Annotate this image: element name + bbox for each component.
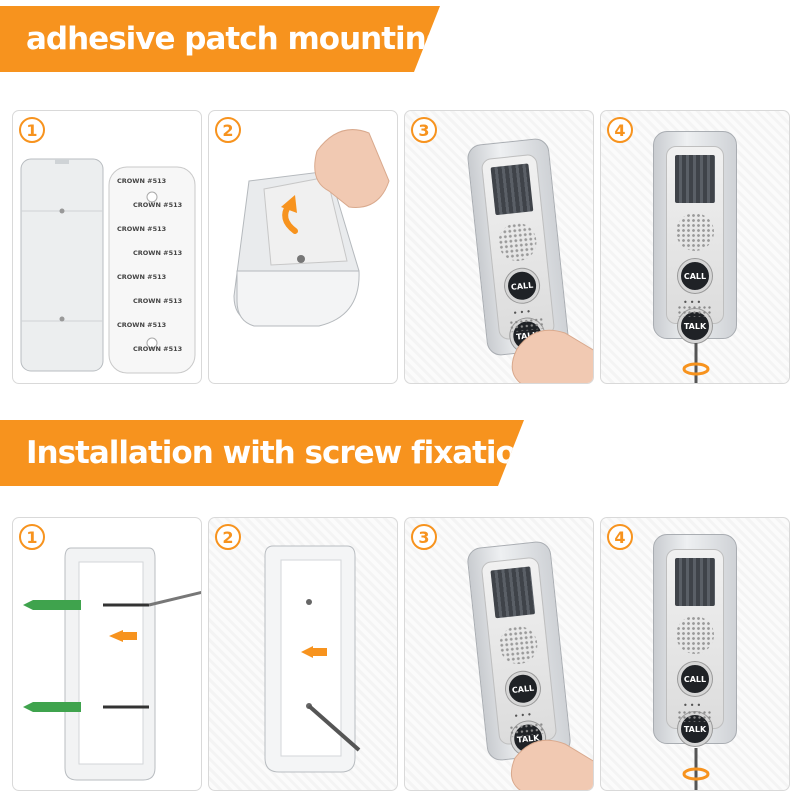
- sticker-print-text: CROWN #513: [117, 321, 166, 329]
- arrow-icon: [281, 195, 297, 213]
- mounted-bracket-illustration: [264, 545, 361, 773]
- vent-holes: [677, 305, 713, 317]
- call-button: CALL: [678, 662, 712, 696]
- arrow-icon: [313, 648, 327, 656]
- arrow-icon: [301, 646, 313, 658]
- speaker-grille: [676, 213, 714, 251]
- adhesive-step-3-panel: 3 CALL ••• TALK: [404, 110, 594, 384]
- step-number-badge: 3: [411, 117, 437, 143]
- sticker-print-text: CROWN #513: [117, 273, 166, 281]
- speaker-grille: [676, 616, 714, 654]
- arrow-icon: [109, 630, 123, 642]
- sticker-print-text: CROWN #513: [133, 345, 182, 353]
- screw-steps-row: 1 2: [12, 517, 796, 791]
- screw-icon: [103, 603, 149, 709]
- adhesive-steps-row: 1 CROWN #513 CROWN #513 CROWN #513 CROWN…: [12, 110, 796, 384]
- status-lights: •••: [683, 701, 704, 710]
- step-number-badge: 2: [215, 524, 241, 550]
- step-number-badge: 1: [19, 524, 45, 550]
- sticker-print-text: CROWN #513: [133, 297, 182, 305]
- adhesive-step-2-panel: 2: [208, 110, 398, 384]
- wall-anchor-icon: [23, 600, 81, 712]
- screw-highlight: [682, 343, 710, 383]
- peel-adhesive-illustration: [233, 129, 390, 327]
- step-number-badge: 4: [607, 524, 633, 550]
- screw-step-1-panel: 1: [12, 517, 202, 791]
- vent-holes: [677, 710, 713, 722]
- status-lights: •••: [683, 298, 704, 307]
- sticker-print-text: CROWN #513: [117, 225, 166, 233]
- adhesive-step-1-panel: 1 CROWN #513 CROWN #513 CROWN #513 CROWN…: [12, 110, 202, 384]
- step-number-badge: 4: [607, 117, 633, 143]
- sticker-print-text: CROWN #513: [133, 249, 182, 257]
- sticker-print-pattern: CROWN #513 CROWN #513 CROWN #513 CROWN #…: [117, 177, 182, 353]
- doorbell-device: CALL ••• TALK: [653, 534, 737, 746]
- anchor-and-screw-illustration: [23, 547, 201, 781]
- sticker-print-text: CROWN #513: [117, 177, 166, 185]
- hand-overlay: [511, 329, 593, 383]
- screw-step-2-panel: 2: [208, 517, 398, 791]
- screwdriver-icon: [148, 590, 201, 607]
- section-title: Installation with screw fixation: [26, 435, 537, 471]
- screwdriver-icon: [307, 704, 361, 752]
- step-number-badge: 1: [19, 117, 45, 143]
- step-number-badge: 3: [411, 524, 437, 550]
- solar-panel: [675, 155, 715, 203]
- solar-panel: [675, 558, 715, 606]
- screw-highlight: [682, 748, 710, 790]
- section-title: adhesive patch mounting: [26, 21, 447, 57]
- screw-step-4-panel: 4 CALL ••• TALK: [600, 517, 790, 791]
- hand-illustration: [314, 129, 390, 208]
- screw-step-3-panel: 3 CALL ••• TALK: [404, 517, 594, 791]
- hand-overlay: [510, 739, 593, 790]
- section-banner-adhesive: adhesive patch mounting: [0, 6, 440, 72]
- section-banner-screw: Installation with screw fixation: [0, 420, 524, 486]
- arrow-icon: [123, 632, 137, 640]
- step-number-badge: 2: [215, 117, 241, 143]
- device-face: CALL ••• TALK: [666, 549, 724, 746]
- bracket-and-adhesive-sticker-illustration: CROWN #513 CROWN #513 CROWN #513 CROWN #…: [20, 158, 196, 374]
- adhesive-step-4-panel: 4 CALL ••• TALK: [600, 110, 790, 384]
- sticker-print-text: CROWN #513: [133, 201, 182, 209]
